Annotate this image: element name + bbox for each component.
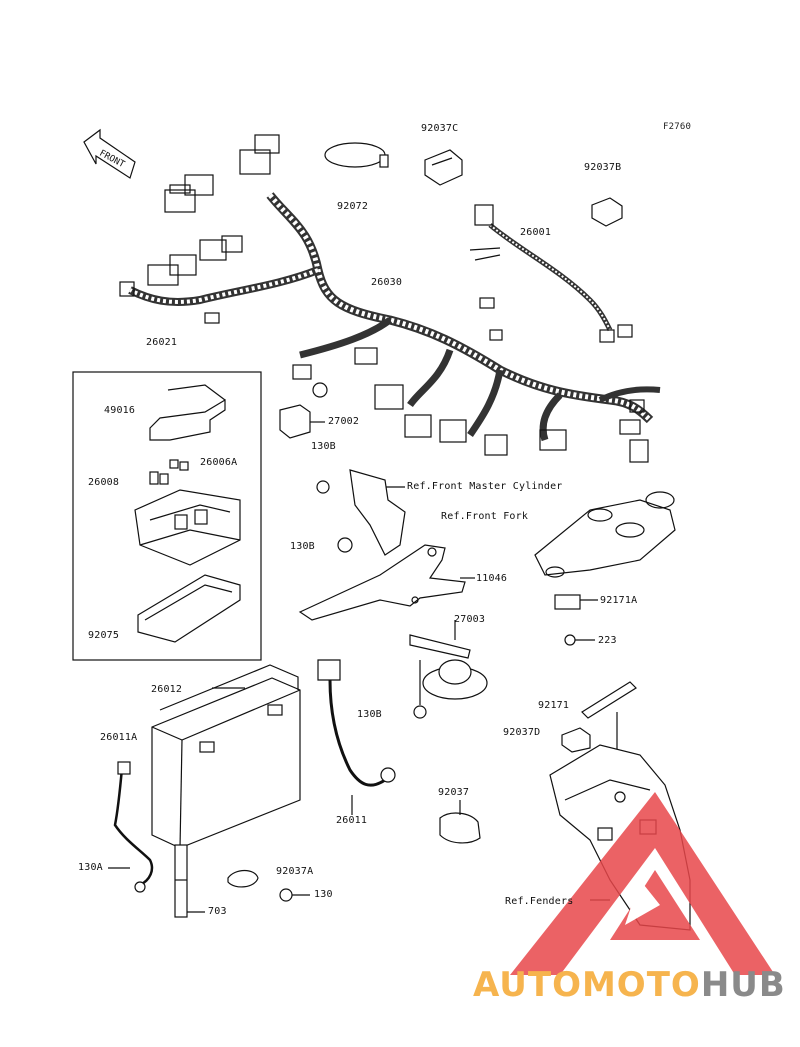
- part-label: 26011A: [100, 732, 138, 743]
- part-label: 130A: [78, 862, 103, 873]
- part-label: 11046: [476, 573, 508, 584]
- part-label: 26011: [336, 815, 368, 826]
- part-label: 92037: [438, 787, 470, 798]
- part-label: 92037C: [421, 123, 459, 134]
- ref-front-master-cylinder: Ref.Front Master Cylinder: [407, 481, 563, 492]
- part-label: 130B: [290, 541, 315, 552]
- part-label: 26006A: [200, 457, 238, 468]
- part-label: 27003: [454, 614, 486, 625]
- sub-harness-drawing: [469, 204, 633, 343]
- watermark-brand-part2: HUB: [700, 965, 786, 1005]
- band-92072-shape: [324, 142, 386, 168]
- part-label: 92037A: [276, 866, 314, 877]
- part-label: 130B: [311, 441, 336, 452]
- part-label: 92072: [337, 201, 369, 212]
- watermark-brand-text: AUTOMOTOHUB: [473, 965, 786, 1005]
- watermark-brand-part1: AUTOMOTO: [473, 965, 701, 1005]
- part-label: 26001: [520, 227, 552, 238]
- part-label: 92037D: [503, 727, 541, 738]
- main-harness-drawing: [119, 134, 661, 463]
- part-label: 49016: [104, 405, 136, 416]
- part-label: 27002: [328, 416, 360, 427]
- part-label: 92171A: [600, 595, 638, 606]
- part-label: 130: [314, 889, 333, 900]
- diagram-code: F2760: [663, 122, 692, 132]
- part-label: 92075: [88, 630, 120, 641]
- part-label: 92037B: [584, 162, 622, 173]
- ref-fenders: Ref.Fenders: [505, 896, 574, 907]
- part-label: 92171: [538, 700, 570, 711]
- part-label: 703: [208, 906, 227, 917]
- part-label: 26012: [151, 684, 183, 695]
- front-arrow-icon: FRONT: [83, 128, 136, 179]
- ref-front-fork: Ref.Front Fork: [441, 511, 529, 522]
- part-label: 130B: [357, 709, 382, 720]
- part-label: 26008: [88, 477, 120, 488]
- part-label: 26021: [146, 337, 178, 348]
- watermark-logo: [510, 792, 775, 975]
- part-label: 26030: [371, 277, 403, 288]
- part-label: 223: [598, 635, 617, 646]
- fuse-box-group-frame: [72, 371, 262, 661]
